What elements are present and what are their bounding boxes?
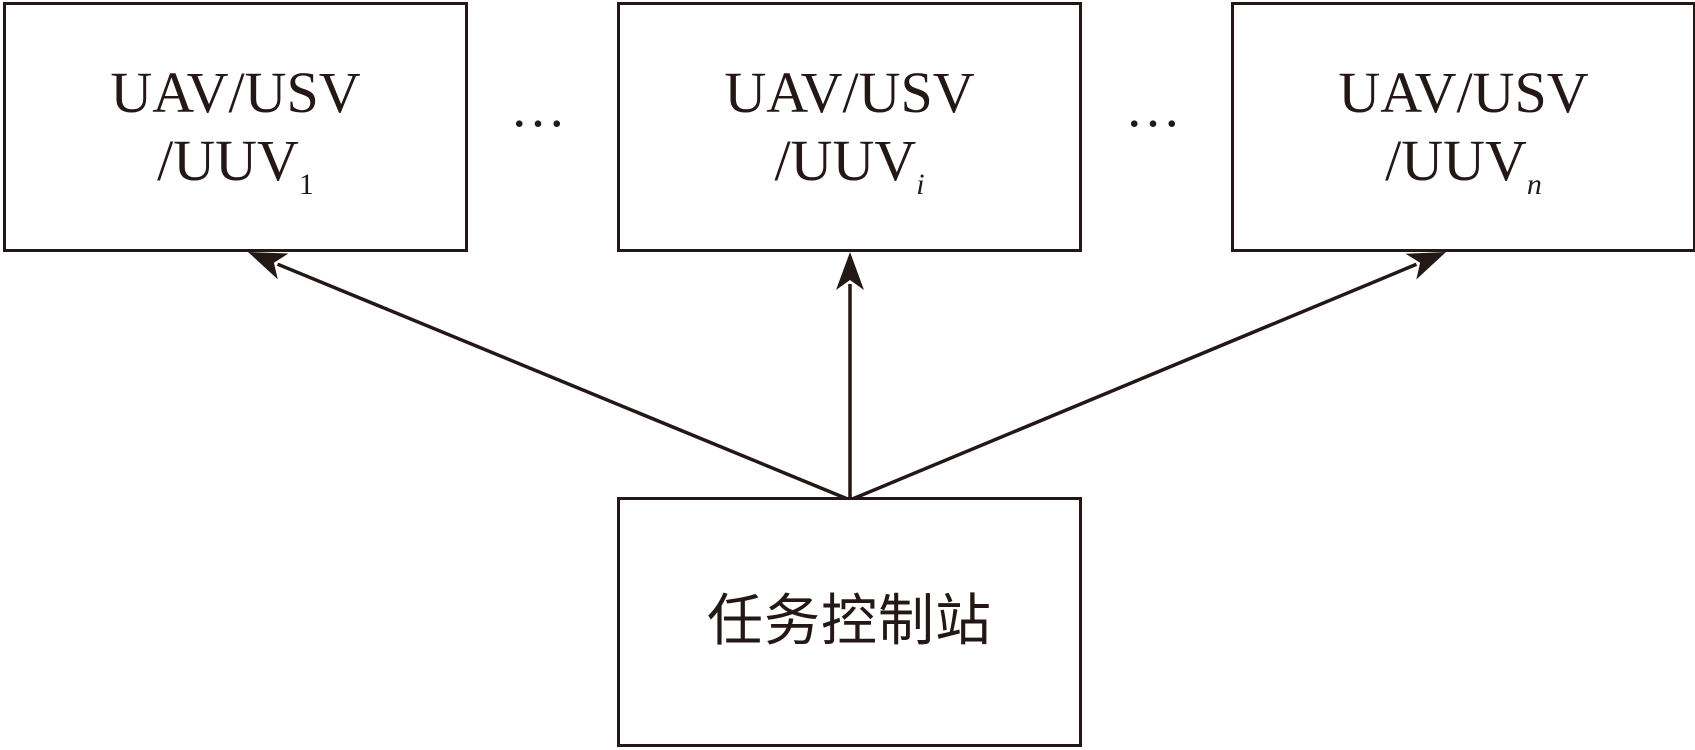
vehicle-node-i-subscript: i — [916, 168, 925, 201]
vehicle-node-n-subscript: n — [1526, 168, 1542, 201]
vehicle-node-1-name: /UUV — [157, 128, 299, 193]
vehicle-node-n-line2: /UUVn — [1385, 127, 1542, 200]
vehicle-node-n-line1: UAV/USV — [1338, 60, 1589, 125]
arrow-line-vehicle-1 — [276, 262, 851, 502]
arrowhead-vehicle-n — [1405, 252, 1446, 280]
ellipsis-2: … — [1125, 77, 1183, 139]
mission-control-station-label: 任务控制站 — [707, 589, 992, 654]
ellipsis-1: … — [510, 77, 568, 139]
vehicle-node-i-line1: UAV/USV — [724, 60, 975, 125]
vehicle-node-1-line1: UAV/USV — [110, 60, 361, 125]
mission-control-station-node: 任务控制站 — [617, 497, 1082, 747]
vehicle-node-1: UAV/USV /UUV1 — [3, 2, 468, 252]
vehicle-node-n-name: /UUV — [1385, 128, 1527, 193]
arrowhead-vehicle-1 — [248, 252, 289, 280]
arrow-line-vehicle-n — [849, 262, 1418, 502]
vehicle-node-n: UAV/USV /UUVn — [1231, 2, 1695, 252]
vehicle-node-i-name: /UUV — [774, 128, 917, 193]
vehicle-node-i: UAV/USV /UUVi — [617, 2, 1082, 252]
vehicle-node-1-line2: /UUV1 — [157, 127, 314, 200]
vehicle-node-1-subscript: 1 — [298, 168, 314, 201]
arrowhead-vehicle-i — [836, 252, 864, 290]
vehicle-node-i-line2: /UUVi — [774, 127, 924, 200]
